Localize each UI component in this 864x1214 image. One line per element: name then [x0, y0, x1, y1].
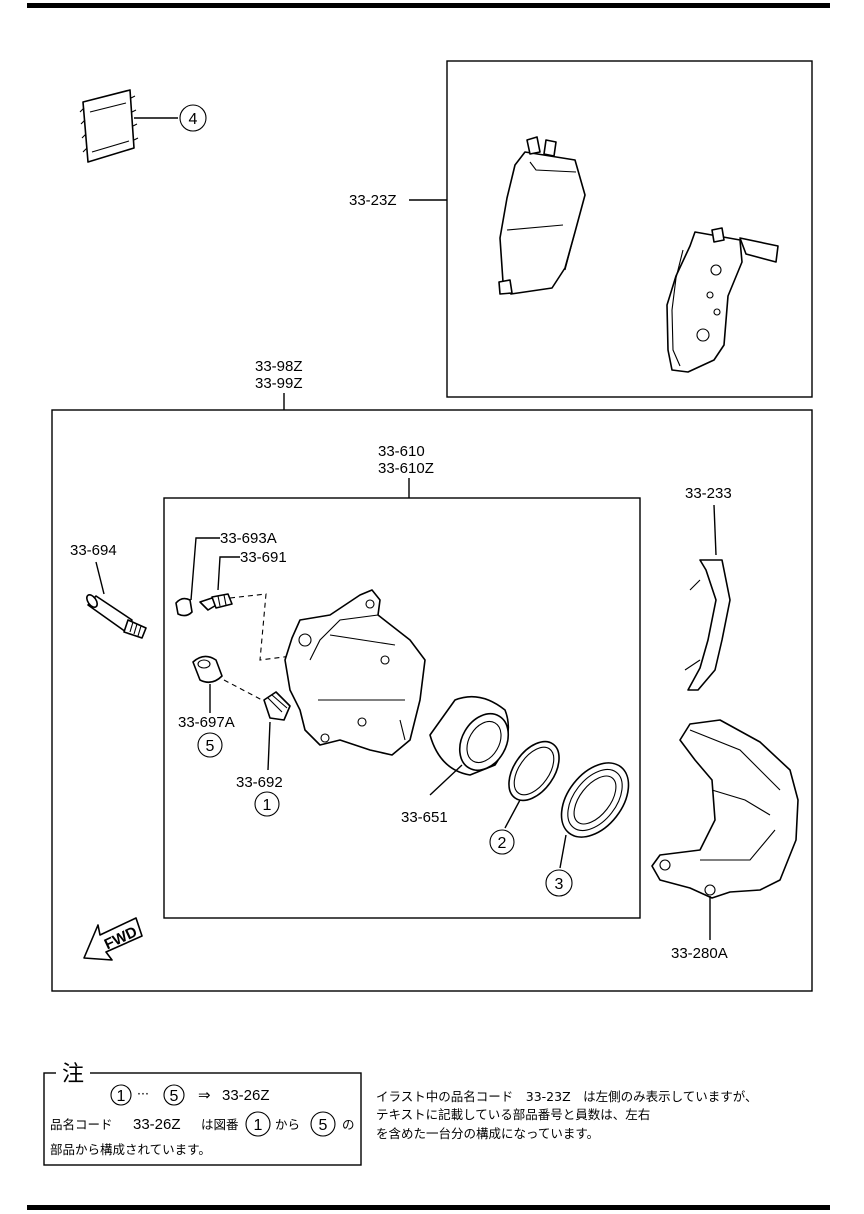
- svg-text:2: 2: [498, 835, 507, 852]
- label-caliper-assy-1: 33-98Z: [255, 358, 303, 375]
- label-piston: 33-651: [401, 809, 448, 826]
- brake-pad-outer: [498, 136, 586, 295]
- callout-5: 5: [197, 732, 223, 758]
- caliper-assy-box: [51, 409, 813, 992]
- svg-text:から: から: [275, 1117, 300, 1132]
- shim-part-4: [79, 89, 178, 163]
- fwd-arrow-icon: FWD: [83, 917, 143, 961]
- label-bleeder-cap: 33-693A: [220, 530, 277, 547]
- svg-text:1: 1: [263, 797, 272, 814]
- top-rule: [27, 3, 830, 8]
- svg-text:の: の: [342, 1117, 355, 1132]
- caliper-body-box: [163, 497, 641, 919]
- svg-text:33-26Z: 33-26Z: [133, 1116, 181, 1133]
- dash-bleeder-to-caliper: [229, 593, 301, 661]
- brake-pad-inner: [666, 227, 779, 373]
- dust-boot-part: [560, 762, 630, 838]
- svg-text:5: 5: [319, 1117, 328, 1134]
- svg-text:1: 1: [117, 1088, 126, 1105]
- label-boot-a: 33-697A: [178, 714, 235, 731]
- bleeder-cap-part: [175, 597, 193, 617]
- note-line-3: 部品から構成されています。: [50, 1142, 211, 1157]
- label-pads: 33-23Z: [349, 192, 397, 209]
- label-guide-pin: 33-694: [70, 542, 117, 559]
- svg-text:4: 4: [189, 111, 198, 128]
- svg-text:5: 5: [170, 1088, 179, 1105]
- label-spring: 33-233: [685, 485, 732, 502]
- bottom-rule: [27, 1205, 830, 1210]
- note-title: 注: [62, 1062, 84, 1087]
- piston-seal-part: [508, 740, 560, 802]
- callout-1: 1: [254, 791, 280, 817]
- side-note-line-3: を含めた一台分の構成になっています。: [376, 1126, 599, 1141]
- note-box: [43, 1072, 362, 1166]
- spring-part: [684, 559, 731, 691]
- svg-text:···: ···: [137, 1086, 149, 1101]
- caliper-housing: [284, 589, 426, 756]
- callout-3: 3: [545, 869, 573, 897]
- side-note-line-1: イラスト中の品名コード 33-23Z は左側のみ表示していますが、: [376, 1089, 758, 1104]
- note-kit-range: 1 ··· 5 ⇒ 33-26Z: [110, 1084, 270, 1106]
- side-note-line-2: テキストに記載している部品番号と員数は、左右: [376, 1107, 650, 1122]
- svg-text:5: 5: [206, 738, 215, 755]
- boot-part-5: [192, 655, 223, 684]
- bleeder-screw-part: [199, 593, 233, 611]
- svg-text:品名コード: 品名コード: [50, 1117, 113, 1132]
- svg-text:1: 1: [254, 1117, 263, 1134]
- guide-pin-part: [86, 594, 147, 639]
- svg-text:⇒: ⇒: [198, 1087, 211, 1104]
- piston-part: [429, 695, 510, 776]
- svg-text:は図番: は図番: [201, 1117, 239, 1132]
- boot-part-1: [263, 691, 291, 721]
- label-caliper-assy-2: 33-99Z: [255, 375, 303, 392]
- note-line-2: 品名コード 33-26Z は図番 1 から 5 の: [50, 1111, 355, 1137]
- label-bleeder-screw: 33-691: [240, 549, 287, 566]
- label-caliper-body-1: 33-610: [378, 443, 425, 460]
- pads-box: [446, 60, 813, 398]
- callout-4: 4: [179, 104, 207, 132]
- label-boot-b: 33-692: [236, 774, 283, 791]
- bracket-part: [651, 719, 799, 899]
- label-caliper-body-2: 33-610Z: [378, 460, 434, 477]
- svg-text:33-26Z: 33-26Z: [222, 1087, 270, 1104]
- label-bracket: 33-280A: [671, 945, 728, 962]
- callout-2: 2: [489, 829, 515, 855]
- svg-text:3: 3: [555, 876, 564, 893]
